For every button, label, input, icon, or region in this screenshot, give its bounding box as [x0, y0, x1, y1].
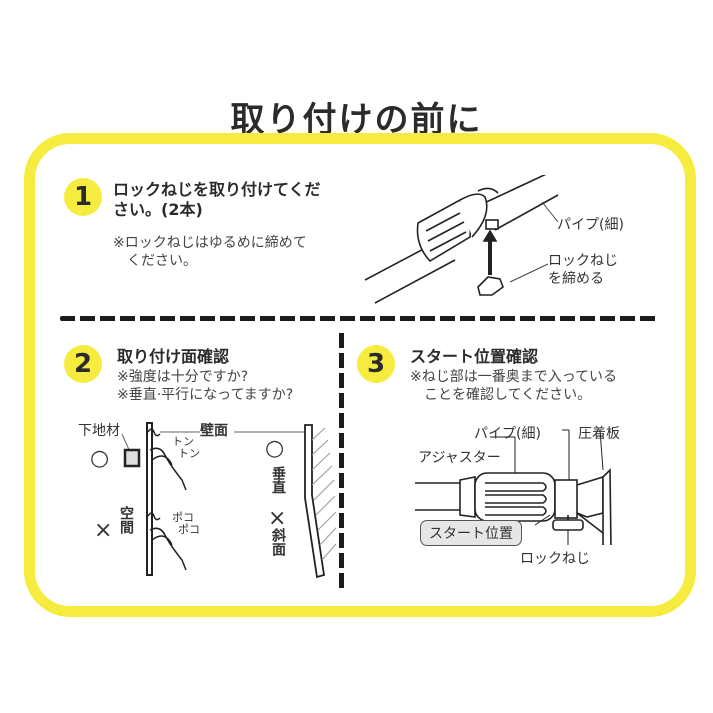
step-3-number-badge: 3	[357, 345, 395, 383]
knock-sound-ok: トン トン	[172, 436, 200, 460]
slope-ng-cross-icon: ×	[268, 506, 287, 531]
vertical-ok-circle-icon: ○	[265, 436, 285, 461]
step-3-heading: スタート位置確認	[410, 347, 539, 366]
step-3-pipe-label: パイプ(細)	[474, 426, 541, 442]
pipe-lock-screw-illustration	[364, 175, 559, 304]
adjuster-label: アジャスター	[418, 450, 501, 466]
pressure-plate-label: 圧着板	[578, 426, 620, 442]
hollow-space-label: 空間	[118, 506, 134, 534]
step-1-screw-label: ロックねじ を締める	[548, 252, 618, 288]
wall-surface-label: 壁面	[200, 423, 228, 439]
ng-cross-icon: ×	[94, 518, 113, 543]
knock-sound-ng-line2: ポコ	[178, 523, 200, 536]
vertical-label: 垂直	[270, 466, 286, 494]
step-2-note-line2: ※垂直·平行になってますか?	[117, 387, 294, 403]
step-1-pipe-label: パイプ(細)	[557, 217, 624, 233]
knock-sound-ng: ポコ ポコ	[172, 512, 200, 536]
step-3-note-line1: ※ねじ部は一番奥まで入っている	[410, 369, 618, 385]
step-2-heading: 取り付け面確認	[117, 347, 230, 366]
step-1-note: ※ロックねじはゆるめに締めて ください。	[113, 234, 307, 270]
knock-sound-ok-line1: トン	[172, 435, 194, 448]
wall-knock-test-illustration	[121, 422, 337, 579]
base-material-label: 下地材	[78, 423, 120, 439]
step-1-number-badge: 1	[64, 178, 102, 216]
slope-label: 斜面	[270, 528, 286, 556]
step-2-note: ※強度は十分ですか? ※垂直·平行になってますか?	[117, 368, 293, 404]
lock-screw-label: ロックねじ	[520, 551, 590, 567]
ok-circle-icon: ○	[90, 446, 110, 471]
step-3-note-line2: ことを確認してください。	[424, 387, 592, 403]
knock-sound-ok-line2: トン	[178, 447, 200, 460]
step-1-screw-label-line2: を締める	[548, 271, 604, 287]
vertical-dashed-divider	[339, 333, 344, 591]
horizontal-dashed-divider	[60, 316, 660, 321]
step-1-screw-label-line1: ロックねじ	[548, 253, 618, 269]
adjuster-pipe-illustration	[415, 429, 612, 545]
step-1-screw-leader-line	[509, 263, 549, 283]
step-1-heading: ロックねじを取り付けてくだ さい。(2本)	[113, 180, 321, 220]
step-2-note-line1: ※強度は十分ですか?	[117, 369, 249, 385]
step-1-note-line2: ください。	[127, 253, 197, 269]
step-1-heading-line2: さい。(2本)	[113, 200, 203, 219]
step-1-note-line1: ※ロックねじはゆるめに締めて	[113, 235, 307, 251]
step-2-number-badge: 2	[64, 345, 102, 383]
step-3-note: ※ねじ部は一番奥まで入っている ことを確認してください。	[410, 368, 617, 404]
step-1-pipe-leader-line	[541, 201, 559, 223]
start-position-tag: スタート位置	[420, 520, 522, 546]
step-1-heading-line1: ロックねじを取り付けてくだ	[113, 180, 321, 199]
knock-sound-ng-line1: ポコ	[172, 511, 194, 524]
